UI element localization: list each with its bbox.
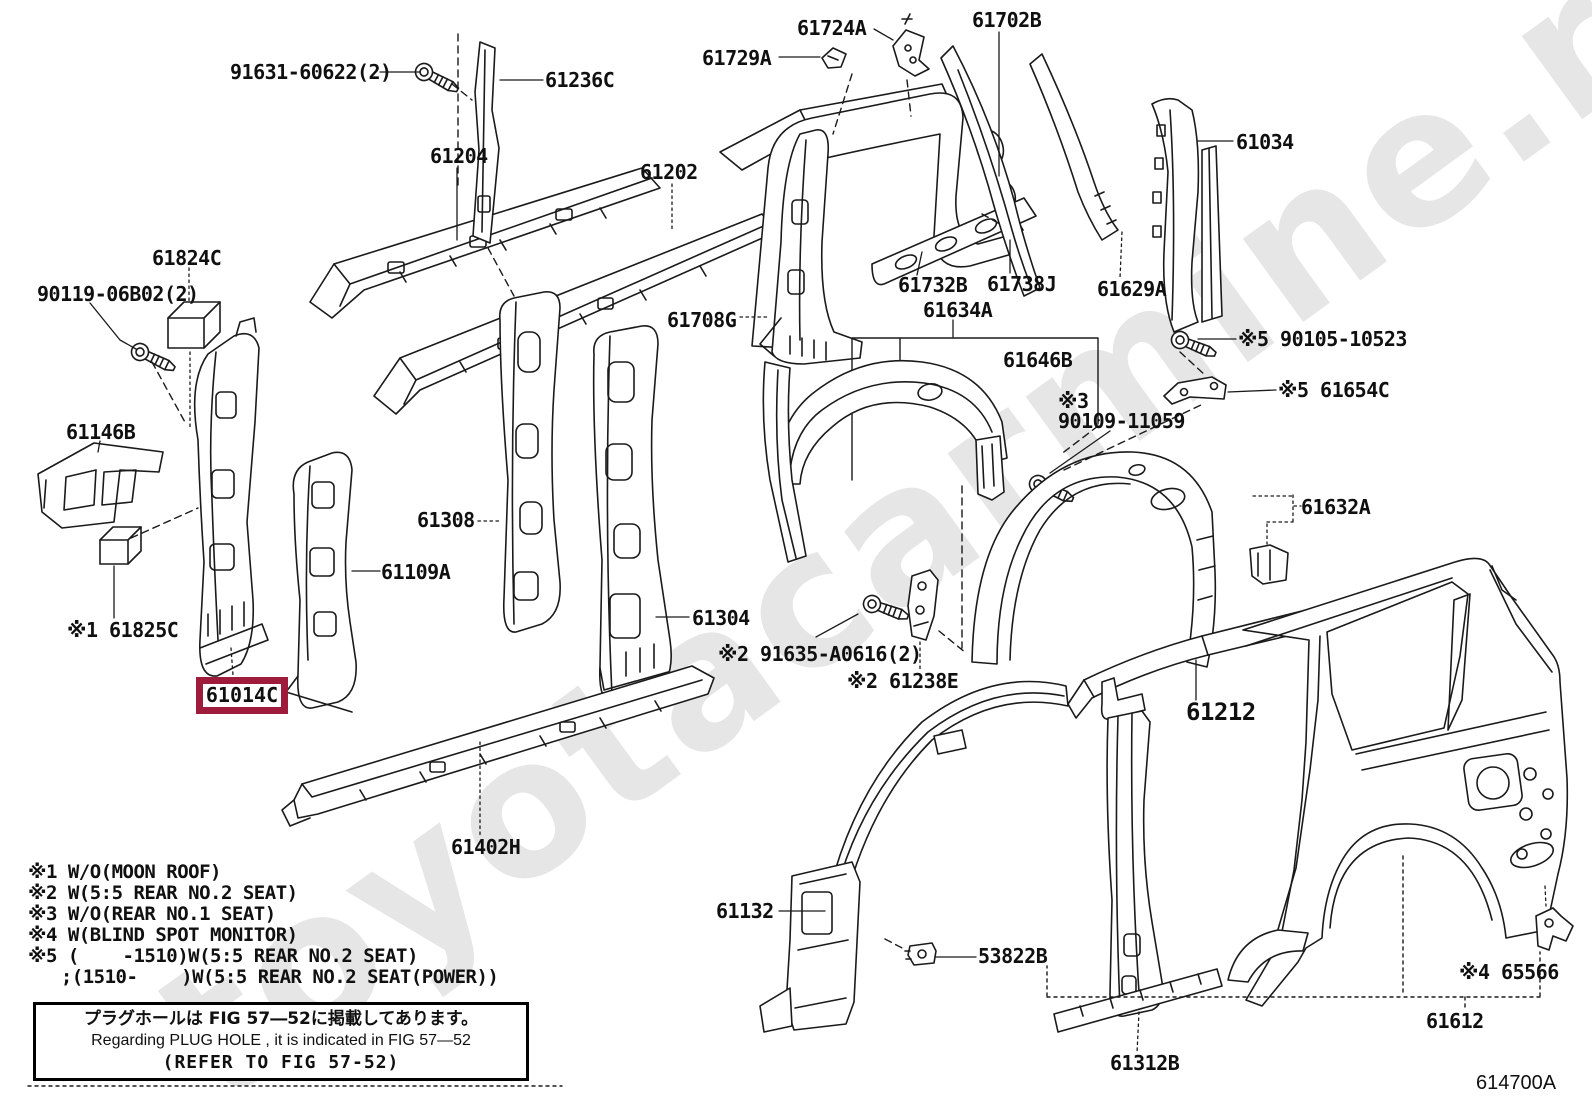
note-line: ;(1510- )W(5:5 REAR NO.2 SEAT(POWER)): [28, 966, 499, 988]
part-61034-drawing: [1151, 97, 1223, 333]
part-label-61202[interactable]: 61202: [640, 160, 698, 184]
part-label-61629A[interactable]: 61629A: [1097, 277, 1167, 301]
part-label-61824C[interactable]: 61824C: [152, 246, 222, 270]
part-label-61304[interactable]: 61304: [692, 606, 750, 630]
part-label-9011906B022[interactable]: 90119-06B02(2): [37, 282, 199, 306]
part-label-465566[interactable]: ※4 65566: [1459, 960, 1559, 984]
part-61825C-drawing: [99, 526, 142, 565]
part-label-61738J[interactable]: 61738J: [987, 272, 1057, 296]
part-label-61034[interactable]: 61034: [1236, 130, 1294, 154]
part-label-61308[interactable]: 61308: [417, 508, 475, 532]
part-label-61634A[interactable]: 61634A: [923, 298, 993, 322]
bolt-91631-icon: [411, 59, 463, 99]
dotted-leaders: [188, 183, 1547, 1054]
part-61632A-drawing: [971, 451, 1289, 668]
part-label-61146B[interactable]: 61146B: [66, 420, 136, 444]
note-line: ※1 W/O(MOON ROOF): [28, 861, 222, 883]
part-label-9010911059[interactable]: 90109-11059: [1058, 409, 1185, 433]
note-line: ※3 W/O(REAR NO.1 SEAT): [28, 903, 276, 925]
part-label-61724A[interactable]: 61724A: [797, 16, 867, 40]
part-label-61646B[interactable]: 61646B: [1003, 348, 1073, 372]
part-61708G-drawing: [759, 129, 863, 365]
part-61109A-drawing: [285, 451, 357, 713]
legend-notes: ※1 W/O(MOON ROOF)※2 W(5:5 REAR NO.2 SEAT…: [28, 861, 499, 988]
part-label-61708G[interactable]: 61708G: [667, 308, 737, 332]
note-line: ※2 W(5:5 REAR NO.2 SEAT): [28, 882, 298, 904]
part-61402H-drawing: [281, 665, 715, 827]
dashed-lines: [130, 33, 1207, 951]
part-61724A-drawing: [892, 13, 930, 77]
part-label-61729A[interactable]: 61729A: [702, 46, 772, 70]
part-61729A-drawing: [821, 47, 847, 69]
part-53822B-drawing: [904, 942, 937, 966]
part-label-161825C[interactable]: ※1 61825C: [67, 618, 179, 642]
part-label-61702B[interactable]: 61702B: [972, 8, 1042, 32]
part-label-59010510523[interactable]: ※5 90105-10523: [1238, 327, 1407, 351]
part-label-91631606222[interactable]: 91631-60622(2): [230, 60, 392, 84]
part-label-53822B[interactable]: 53822B: [978, 944, 1048, 968]
part-61702B-drawing: [940, 45, 1041, 297]
part-label-61109A[interactable]: 61109A: [381, 560, 451, 584]
part-label-3[interactable]: ※3: [1058, 389, 1089, 413]
wheelhouse-inner-drawing: [762, 337, 1099, 563]
part-label-61402H[interactable]: 61402H: [451, 835, 521, 859]
part-61238E-drawing: [907, 569, 939, 641]
part-61014C-drawing: [193, 317, 269, 677]
bolt-91635-icon: [860, 592, 912, 626]
plug-hole-notice-en: Regarding PLUG HOLE , it is indicated in…: [91, 1032, 471, 1049]
part-label-291635A06162[interactable]: ※2 91635-A0616(2): [718, 642, 922, 666]
part-label-261238E[interactable]: ※2 61238E: [847, 669, 959, 693]
rail-61204-drawing: [309, 167, 661, 319]
part-label-61612[interactable]: 61612: [1426, 1009, 1484, 1033]
part-61824C-drawing: [167, 301, 221, 349]
figure-code: 614700A: [1476, 1072, 1557, 1094]
quarter-panel-drawing: [1242, 557, 1569, 1007]
leader-lines: [89, 28, 1277, 958]
part-label-561654C[interactable]: ※5 61654C: [1278, 378, 1390, 402]
part-label-61312B[interactable]: 61312B: [1110, 1051, 1180, 1075]
part-label-61732B[interactable]: 61732B: [898, 273, 968, 297]
plug-hole-notice: プラグホールは FIG 57―52に掲載してあります。 Regarding PL…: [33, 1002, 529, 1081]
part-61629A-drawing: [1029, 53, 1119, 241]
highlighted-part-label[interactable]: 61014C: [196, 677, 288, 714]
bolt-90105-icon: [1168, 328, 1220, 363]
part-61654C-drawing: [1163, 376, 1227, 405]
part-label-61204[interactable]: 61204: [430, 144, 488, 168]
part-61304-drawing: [592, 325, 672, 703]
part-61132-drawing: [759, 680, 1069, 1033]
note-line: ※5 ( -1510)W(5:5 REAR NO.2 SEAT): [28, 945, 418, 967]
rail-61202-drawing: [373, 213, 777, 415]
plug-hole-notice-jp: プラグホールは FIG 57―52に掲載してあります。: [83, 1009, 479, 1029]
bracket-61612-lines: [27, 855, 1541, 1087]
part-label-61632A[interactable]: 61632A: [1301, 495, 1371, 519]
part-61308-drawing: [498, 291, 561, 633]
part-label-61236C[interactable]: 61236C: [545, 68, 615, 92]
part-65566-drawing: [1535, 907, 1574, 951]
part-61236C-drawing: [472, 41, 500, 244]
part-61146B-drawing: [37, 442, 164, 529]
note-line: ※4 W(BLIND SPOT MONITOR): [28, 924, 298, 946]
plug-hole-notice-ref: (REFER TO FIG 57-52): [162, 1052, 400, 1073]
part-label-61132[interactable]: 61132: [716, 899, 774, 923]
part-61312B-drawing: [1053, 710, 1309, 1033]
part-label-61212[interactable]: 61212: [1186, 698, 1256, 726]
